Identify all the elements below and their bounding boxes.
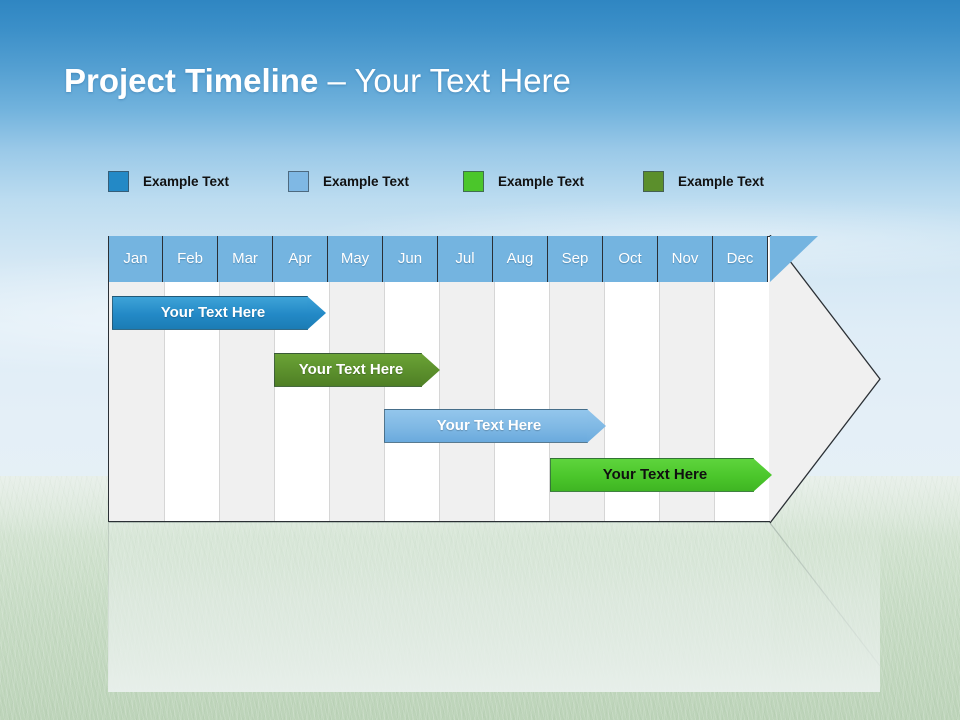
column-separator [604,237,605,521]
month-column [219,237,274,521]
column-separator [219,237,220,521]
legend-item[interactable]: Example Text [643,168,764,194]
page-title-light: – Your Text Here [318,62,571,99]
task-bar[interactable]: Your Text Here [274,353,440,387]
legend-item[interactable]: Example Text [108,168,229,194]
month-column [164,237,219,521]
task-bar-label: Your Text Here [602,466,708,483]
task-bar-label: Your Text Here [298,361,404,378]
page-title-bold: Project Timeline [64,62,319,99]
legend-swatch-icon [463,170,484,192]
timeline-reflection [108,522,880,692]
column-separator [439,237,440,521]
column-separator [494,237,495,521]
task-bar[interactable]: Your Text Here [550,458,772,492]
column-separator [659,237,660,521]
legend-swatch-icon [643,170,664,192]
month-column [494,237,549,521]
reflection-arrow-head [763,522,880,692]
task-bar[interactable]: Your Text Here [384,409,606,443]
reflection-body [108,522,771,692]
column-separator [549,237,550,521]
task-bar-label: Your Text Here [160,304,266,321]
timeline-arrow-head [770,235,880,523]
legend-item-label: Example Text [323,173,410,189]
legend-swatch-icon [108,170,129,192]
task-bar-body [384,409,588,443]
page-title: Project Timeline – Your Text Here [64,58,864,104]
legend-swatch-icon [288,170,309,192]
column-separator [164,237,165,521]
legend-item[interactable]: Example Text [288,168,409,194]
legend-item[interactable]: Example Text [463,168,584,194]
column-separator [714,237,715,521]
task-bar[interactable]: Your Text Here [112,296,326,330]
legend-item-label: Example Text [498,173,585,189]
task-bar-body [112,296,308,330]
task-bar-body [274,353,422,387]
task-bar-label: Your Text Here [436,417,542,434]
legend-item-label: Example Text [143,173,230,189]
timeline-grid-body [108,236,771,522]
legend-item-label: Example Text [678,173,765,189]
task-bar-body [550,458,754,492]
legend: Example Text Example Text Example Text Exam… [108,168,908,196]
month-column [109,237,164,521]
month-column [439,237,494,521]
